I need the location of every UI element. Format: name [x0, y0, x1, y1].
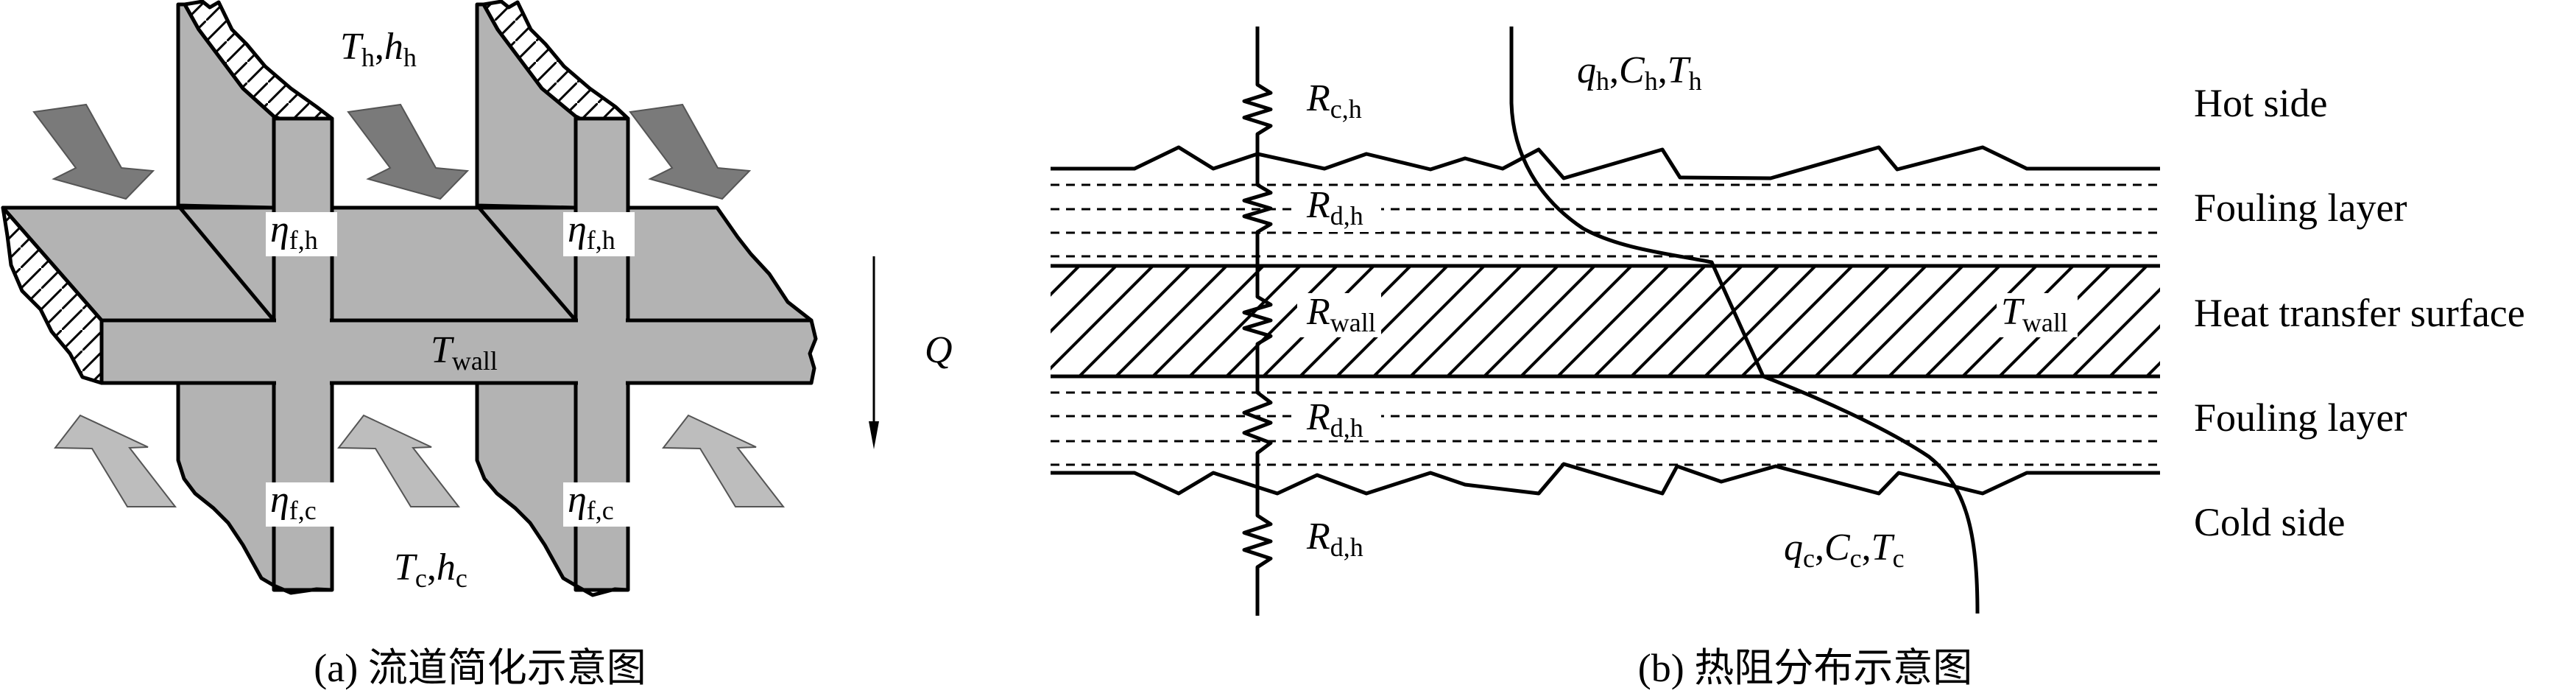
cold-flow-arrow [336, 414, 461, 507]
layer-label-cold-side: Cold side [2194, 500, 2346, 544]
hot-flow-arrow [32, 103, 155, 200]
eta-subscript: f,h [587, 225, 615, 255]
label-bg [1297, 188, 1381, 232]
svg-text:ηf,h: ηf,h [568, 208, 615, 255]
hot-fluid-label: Th,hh [340, 26, 417, 72]
cold-side-rough-surface [1051, 462, 2160, 496]
cold-flow-arrow [661, 414, 786, 507]
label-bg [1997, 293, 2078, 337]
fin-lower-back [475, 381, 578, 588]
panel-b-thermal-resistance: Rc,h Rd,h Rwall Rd,h Rd,h qh,Ch,Th qc,Cc… [1051, 27, 2525, 690]
layer-label-fouling-cold: Fouling layer [2194, 396, 2407, 440]
cold-stream-label: qc,Cc,Tc [1784, 527, 1905, 573]
svg-text:ηf,c: ηf,c [270, 479, 317, 525]
heat-flow-arrowhead [869, 421, 879, 449]
label-bg [1297, 395, 1381, 440]
label-bg [1297, 293, 1381, 337]
eta-symbol: η [568, 479, 587, 521]
resistance-label-hot-fouling: Rd,h [1306, 184, 1363, 231]
eta-symbol: η [270, 479, 289, 521]
fin-lower-front-edge [574, 583, 629, 597]
plate-top-face [1, 205, 814, 323]
fin-lower-front-edge [273, 583, 333, 595]
cold-fluid-label: Tc,hc [394, 546, 467, 593]
fin-plate-junction [276, 322, 330, 382]
fin-efficiency-hot-label: ηf,h [563, 208, 635, 256]
fin-plate-junction [578, 379, 626, 482]
eta-symbol: η [270, 208, 289, 250]
fin-efficiency-cold-label: ηf,c [266, 479, 337, 527]
eta-subscript: f,h [289, 225, 318, 255]
fin-plate-junction [578, 322, 626, 382]
fin-broken-top-hatch [183, 0, 334, 127]
fin-lower-back [176, 381, 276, 588]
svg-text:ηf,c: ηf,c [568, 479, 614, 525]
plate-edge [476, 204, 577, 322]
hot-stream-label: qh,Ch,Th [1577, 49, 1702, 96]
resistance-label-cold-convection: Rd,h [1306, 516, 1363, 562]
plate-edge [177, 204, 275, 322]
fin-plate-junction [276, 379, 330, 482]
fin-broken-top-hatch [481, 0, 630, 127]
hot-flow-arrows [32, 103, 752, 200]
heat-transfer-wall [1051, 266, 2160, 376]
heat-flow-label: Q [925, 329, 953, 371]
panel-a-flow-channel: ηf,h ηf,h ηf,c ηf,c Th,hh Twall Tc,hc Q … [1, 0, 953, 690]
eta-symbol: η [568, 208, 587, 250]
fin-efficiency-hot-label: ηf,h [266, 208, 337, 256]
hot-flow-arrow [629, 103, 752, 200]
eta-subscript: f,c [587, 496, 614, 525]
thermal-resistance-network [1242, 27, 1273, 616]
layer-label-fouling-hot: Fouling layer [2194, 186, 2407, 230]
wall-temperature-label: Twall [431, 329, 498, 376]
layer-label-hot-side: Hot side [2194, 81, 2328, 125]
eta-subscript: f,c [289, 496, 317, 525]
resistance-label-wall: Rwall [1306, 291, 1376, 337]
panel-a-caption: (a) 流道简化示意图 [314, 646, 646, 690]
resistance-label-hot-convection: Rc,h [1306, 77, 1362, 124]
panel-b-caption: (b) 热阻分布示意图 [1638, 646, 1972, 690]
cold-flow-arrows [53, 414, 786, 507]
wall-temperature-label: Twall [2001, 291, 2068, 337]
cold-flow-arrow [53, 414, 177, 507]
hot-side-rough-surface [1051, 145, 2160, 180]
resistance-label-cold-fouling: Rd,h [1306, 396, 1363, 443]
svg-text:ηf,h: ηf,h [270, 208, 318, 255]
layer-label-heat-transfer-surface: Heat transfer surface [2194, 291, 2525, 335]
fin-efficiency-cold-label: ηf,c [563, 479, 635, 527]
hot-flow-arrow [347, 103, 470, 200]
temperature-profile-curve [1509, 27, 1980, 614]
